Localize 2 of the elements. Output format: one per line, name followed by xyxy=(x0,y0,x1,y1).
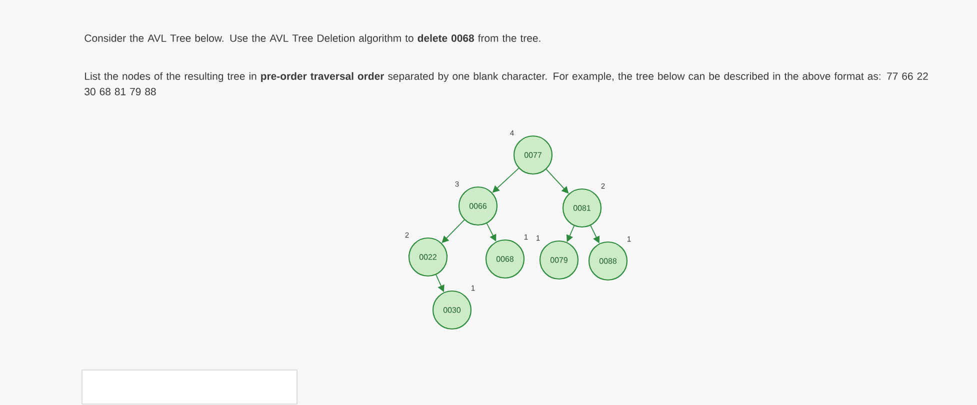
instruction-text: Consider the AVL Tree below. Use the AVL Tree Deletion algorithm to delete 0068 from the tree. xyxy=(84,34,540,44)
instruction-text: List the nodes of the resulting tree in pre-order traversal order separated by one blank character. For example, the tree below can be described in the above format as: 77 66 22 30 68 81 79 88 xyxy=(84,72,928,96)
